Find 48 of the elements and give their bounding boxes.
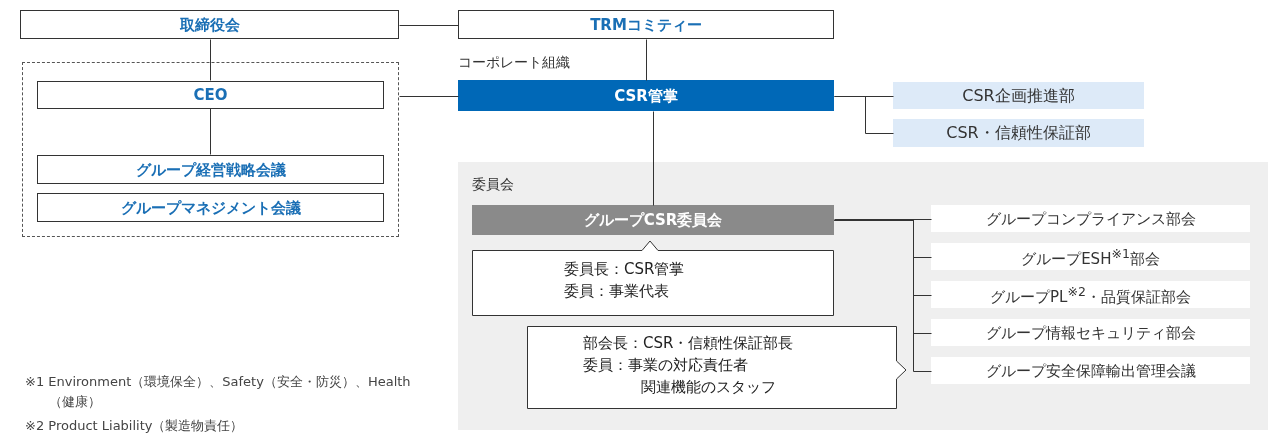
- subcommittee-box: [931, 281, 1250, 308]
- department-box: [893, 119, 1144, 147]
- node-label: CSR・信頼性保証部: [945, 123, 1092, 143]
- node-label: CSR企画推進部: [961, 85, 1076, 106]
- subcommittee-box: [931, 205, 1250, 232]
- node-label: グループESH$^{※1}$部会: [1020, 245, 1161, 268]
- subcommittee-box: [931, 243, 1250, 270]
- subcommittee-box: [931, 319, 1250, 346]
- connector-line: [399, 25, 459, 26]
- committee-box: [472, 205, 834, 235]
- node-label: CSR管掌: [613, 86, 679, 105]
- node-label: CEO: [192, 86, 229, 104]
- connector-line: [653, 111, 654, 206]
- connector-line: [834, 96, 894, 134]
- connector-line: [210, 39, 211, 81]
- org-box: [458, 80, 834, 111]
- org-box: [458, 10, 834, 39]
- group-heading: コーポレート組織: [458, 54, 570, 72]
- callout-text: 委員：事業代表: [564, 281, 670, 302]
- org-box: [37, 193, 384, 222]
- node-label: グループ経営戦略会議: [134, 160, 287, 179]
- callout-text: 関連機能のスタッフ: [640, 377, 777, 398]
- footnote: ※1 Environment（環境保全）、Safety（安全・防災）、Health（健康）: [25, 373, 412, 411]
- callout-text: 委員長：CSR管掌: [564, 259, 685, 280]
- node-label: グループ情報セキュリティ部会: [984, 323, 1197, 342]
- node-label: グループCSR委員会: [582, 211, 724, 229]
- callout-text: 委員：事業の対応責任者: [583, 355, 749, 376]
- connector-line: [399, 96, 459, 97]
- subcommittee-box: [931, 357, 1250, 384]
- connector-line: [646, 39, 647, 81]
- org-box: [37, 81, 384, 109]
- node-label: グループコンプライアンス部会: [984, 209, 1197, 228]
- connector-line: [834, 219, 932, 220]
- panel-heading: 委員会: [472, 176, 514, 194]
- node-label: グループPL$^{※2}$・品質保証部会: [989, 283, 1192, 306]
- node-label: 取締役会: [178, 15, 241, 34]
- node-label: グループ安全保障輸出管理会議: [984, 361, 1197, 380]
- node-label: TRMコミティー: [589, 15, 703, 34]
- footnote: ※2 Product Liability（製造物責任）: [25, 417, 245, 434]
- department-box: [893, 82, 1144, 109]
- committee-panel: [458, 162, 1268, 430]
- connector-line: [834, 220, 932, 372]
- callout-text: 部会長：CSR・信頼性保証部長: [583, 333, 794, 354]
- node-label: グループマネジメント会議: [119, 198, 302, 217]
- connector-line: [210, 108, 211, 155]
- dashed-group-frame: [22, 62, 399, 237]
- org-box: [37, 155, 384, 184]
- org-box: [20, 10, 399, 39]
